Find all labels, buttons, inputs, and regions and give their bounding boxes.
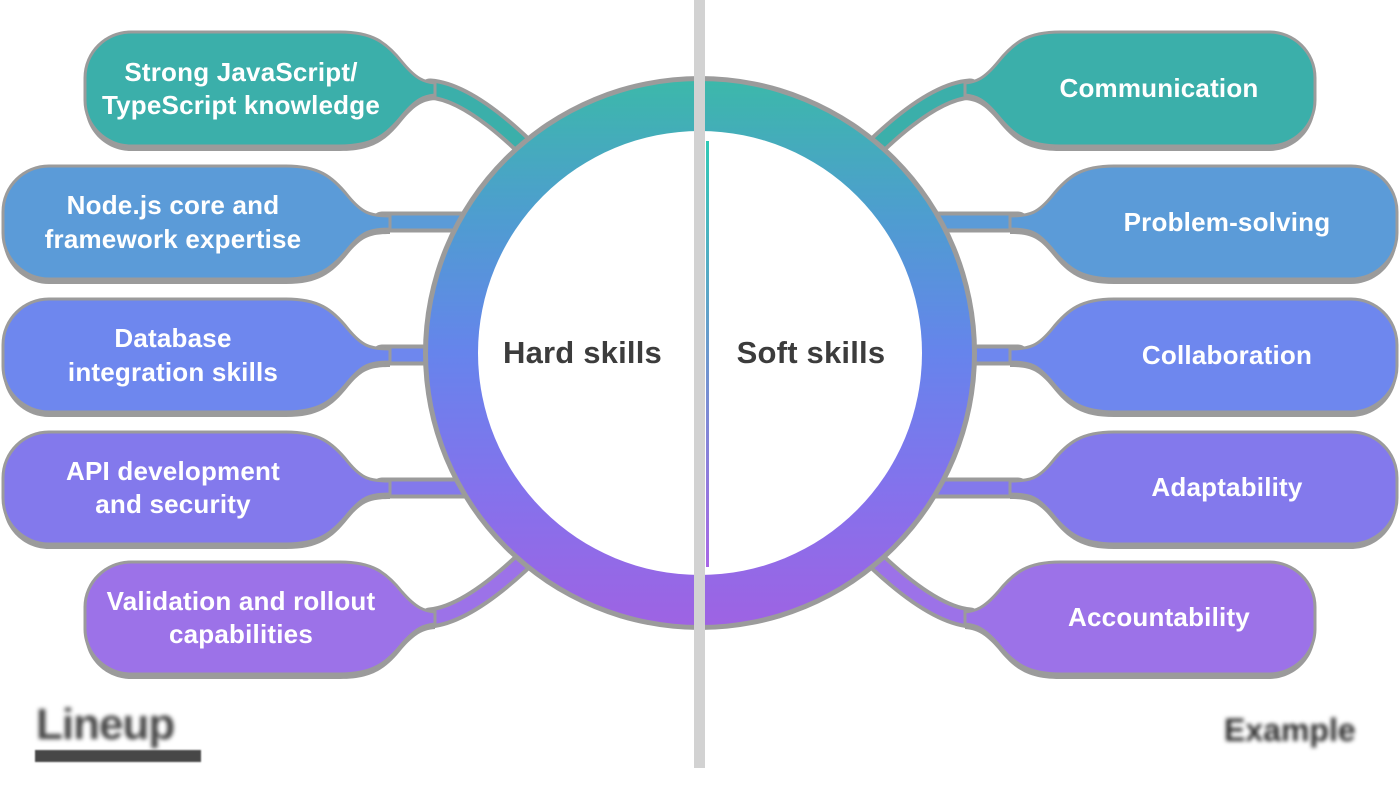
bubble-soft-1 — [963, 30, 1317, 148]
bubble-hard-2 — [1, 164, 392, 281]
bubble-hard-4 — [1, 430, 392, 546]
bubble-soft-3 — [1008, 297, 1399, 414]
divider-bar — [694, 0, 705, 768]
accent-line — [706, 141, 709, 567]
bubble-hard-5 — [83, 560, 437, 676]
bubble-soft-2 — [1008, 164, 1399, 281]
bubble-soft-4 — [1008, 430, 1399, 546]
hard-skill-bubbles — [1, 30, 437, 679]
bubble-hard-3 — [1, 297, 392, 414]
soft-skill-bubbles — [963, 30, 1399, 679]
bubble-hard-1 — [83, 30, 437, 148]
bubble-soft-5 — [963, 560, 1317, 676]
